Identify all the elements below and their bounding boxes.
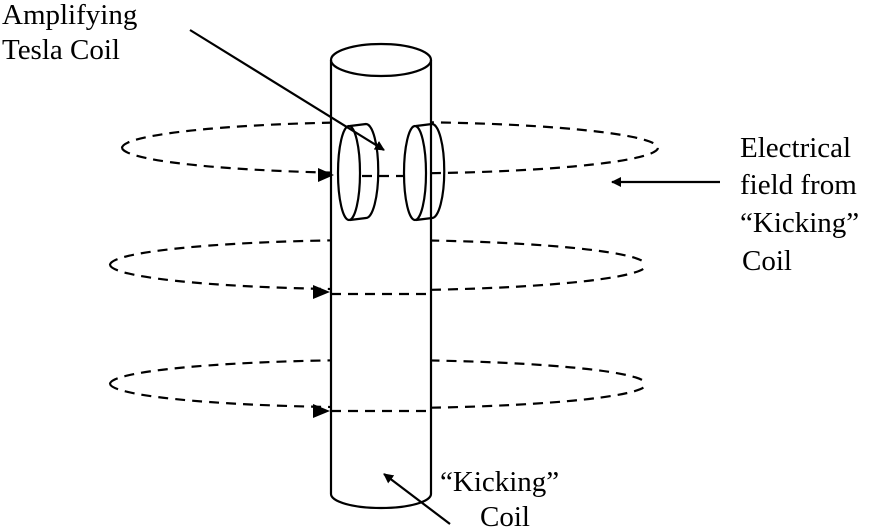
amplifying-label-line2: Tesla Coil — [2, 34, 120, 66]
field-direction-arrow-2 — [313, 285, 330, 299]
field-loop-2-back — [108, 238, 648, 266]
field-loop-1-front-right — [430, 147, 660, 175]
amplifying-coil-pointer — [189, 29, 385, 151]
cylinder-bottom-edge — [329, 493, 433, 510]
field-label-line1: Electrical — [740, 132, 851, 164]
field-loop-2-front-left — [108, 264, 332, 291]
field-loop-3-front-left — [108, 383, 332, 409]
field-label-line3: “Kicking” — [740, 207, 859, 239]
kicking-coil-label-line2: Coil — [480, 501, 530, 531]
field-loop-1-back — [120, 120, 660, 149]
amplifying-tesla-coil — [336, 122, 446, 222]
field-loop-3-front-right — [430, 383, 648, 409]
kicking-coil-cylinder — [331, 60, 431, 508]
field-label-line2: field from — [740, 169, 857, 201]
kicking-coil-label-line1: “Kicking” — [440, 466, 559, 498]
cylinder-top-ellipse — [329, 42, 433, 78]
kicking-coil-pointer — [383, 473, 451, 525]
amplifying-label-line1: Amplifying — [2, 0, 137, 31]
field-loop-3-back — [108, 358, 648, 385]
field-direction-arrow-1 — [318, 168, 334, 182]
field-loop-2-front-right — [430, 264, 648, 291]
field-loop-1-front-left — [120, 147, 332, 174]
field-label-line4: Coil — [742, 245, 792, 277]
field-direction-arrow-3 — [313, 404, 330, 418]
